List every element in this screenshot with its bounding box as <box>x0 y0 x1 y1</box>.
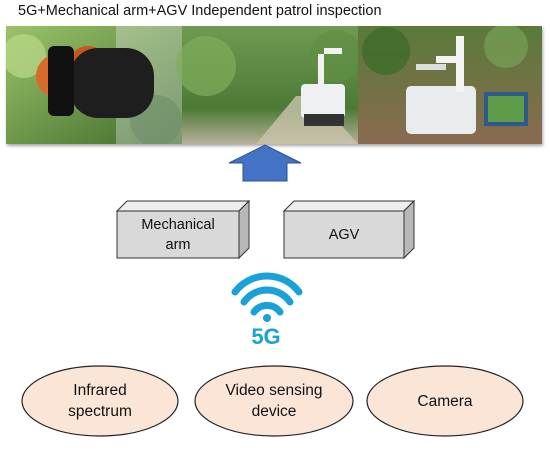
agv-box <box>282 199 416 260</box>
fruit-closeup-photo <box>6 26 182 144</box>
up-arrow-icon <box>228 144 302 182</box>
video-sensing-device-label: Video sensing device <box>225 382 323 420</box>
camera-ellipse <box>366 365 524 437</box>
mechanical-arm-label: Mechanical arm <box>141 216 215 253</box>
photo-strip <box>6 26 542 144</box>
diagram-title: 5G+Mechanical arm+AGV Independent patrol… <box>18 3 382 19</box>
agv-label: AGV <box>328 226 360 243</box>
5g-label: 5G <box>251 324 281 349</box>
infrared-spectrum-ellipse <box>21 365 179 437</box>
infrared-spectrum-label: Infrared spectrum <box>68 382 132 420</box>
arm-inspection-photo <box>358 26 542 144</box>
wifi-icon <box>231 272 303 322</box>
agv-in-orchard-photo <box>176 26 362 144</box>
mechanical-arm-box <box>115 199 251 260</box>
video-sensing-device-ellipse <box>194 365 354 437</box>
camera-label: Camera <box>417 392 473 410</box>
